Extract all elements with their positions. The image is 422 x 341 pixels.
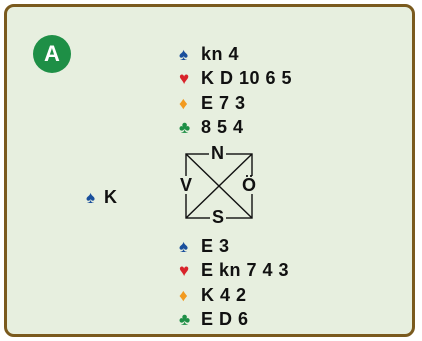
north-hand: ♠ kn 4 ♥ K D 10 6 5 ♦ E 7 3 ♣ 8 5 4 <box>179 42 292 140</box>
south-spades: E 3 <box>201 235 230 256</box>
north-clubs: 8 5 4 <box>201 117 244 138</box>
problem-badge: A <box>33 35 71 73</box>
north-hearts-row: ♥ K D 10 6 5 <box>179 67 292 92</box>
north-spades-row: ♠ kn 4 <box>179 42 292 67</box>
club-icon: ♣ <box>179 310 191 330</box>
heart-icon: ♥ <box>179 69 190 89</box>
spade-icon: ♠ <box>86 187 96 207</box>
south-hand: ♠ E 3 ♥ E kn 7 4 3 ♦ K 4 2 ♣ E D 6 <box>179 234 289 332</box>
south-clubs: E D 6 <box>201 309 249 330</box>
north-diamonds: E 7 3 <box>201 92 246 113</box>
west-spades: K <box>104 186 118 207</box>
south-hearts: E kn 7 4 3 <box>201 260 290 281</box>
compass-box: N S V Ö <box>178 144 259 226</box>
spade-icon: ♠ <box>179 236 189 256</box>
south-diamonds: K 4 2 <box>201 284 247 305</box>
north-clubs-row: ♣ 8 5 4 <box>179 116 292 141</box>
compass-north-label: N <box>209 143 226 163</box>
heart-icon: ♥ <box>179 261 190 281</box>
west-hand: ♠ K <box>86 185 118 210</box>
south-diamonds-row: ♦ K 4 2 <box>179 283 289 308</box>
south-clubs-row: ♣ E D 6 <box>179 308 289 333</box>
compass-west-label: V <box>178 175 195 195</box>
north-diamonds-row: ♦ E 7 3 <box>179 91 292 116</box>
compass-south-label: S <box>210 207 227 227</box>
south-spades-row: ♠ E 3 <box>179 234 289 259</box>
deal-diagram-panel: A ♠ kn 4 ♥ K D 10 6 5 ♦ E 7 3 ♣ 8 5 4 ♠ … <box>4 4 415 337</box>
north-spades: kn 4 <box>201 43 240 64</box>
west-spades-row: ♠ K <box>86 185 118 210</box>
spade-icon: ♠ <box>179 44 189 64</box>
club-icon: ♣ <box>179 118 191 138</box>
diamond-icon: ♦ <box>179 93 189 113</box>
north-hearts: K D 10 6 5 <box>201 68 293 89</box>
compass-east-label: Ö <box>240 175 259 195</box>
diamond-icon: ♦ <box>179 285 189 305</box>
south-hearts-row: ♥ E kn 7 4 3 <box>179 259 289 284</box>
